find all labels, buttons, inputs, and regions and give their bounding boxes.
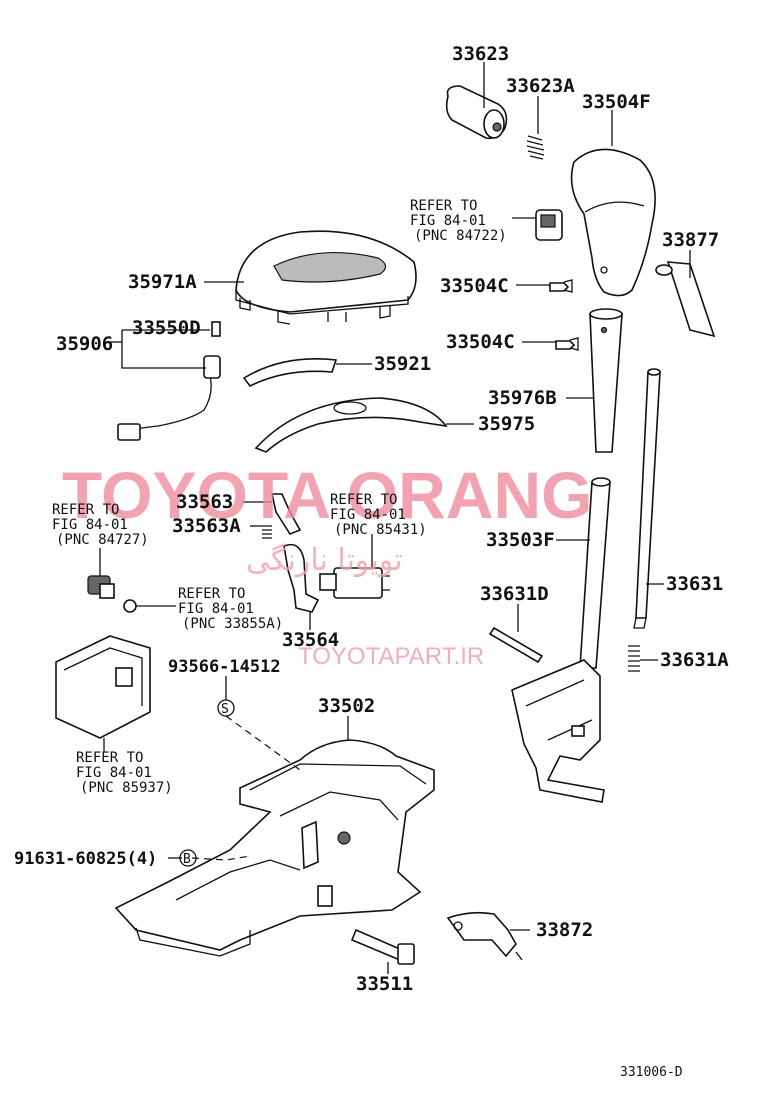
label-33877: 33877 (662, 229, 719, 251)
label-33563: 33563 (176, 491, 233, 513)
knob-cap-33623 (445, 85, 508, 140)
leader-lines (99, 62, 691, 974)
svg-text:REFER TO: REFER TO (52, 502, 119, 518)
refer-note-33855A: REFER TO FIG 84-01 (PNC 33855A) (178, 586, 283, 632)
svg-text:(PNC 85937): (PNC 85937) (80, 780, 173, 796)
detent-spring-33563 (271, 493, 302, 535)
label-33502: 33502 (318, 695, 375, 717)
svg-text:FIG 84-01: FIG 84-01 (330, 507, 406, 523)
tag-33877 (655, 261, 716, 338)
label-33550D: 33550D (132, 317, 201, 339)
refer-note-85431: REFER TO FIG 84-01 (PNC 85431) (330, 492, 427, 538)
svg-text:S: S (221, 702, 229, 717)
svg-text:(PNC 85431): (PNC 85431) (334, 522, 427, 538)
refer-note-84722: REFER TO FIG 84-01 (PNC 84722) (410, 198, 507, 244)
label-33872: 33872 (536, 919, 593, 941)
svg-text:(PNC 84727): (PNC 84727) (56, 532, 149, 548)
label-33631D: 33631D (480, 583, 549, 605)
svg-text:REFER TO: REFER TO (330, 492, 397, 508)
svg-text:REFER TO: REFER TO (178, 586, 245, 602)
svg-text:FIG 84-01: FIG 84-01 (76, 765, 152, 781)
label-33511: 33511 (356, 973, 413, 995)
label-33631: 33631 (666, 573, 723, 595)
cable-35906 (117, 321, 221, 441)
rod-33631 (633, 368, 661, 629)
shift-rod-35976B (589, 308, 623, 453)
label-33623: 33623 (452, 43, 509, 65)
svg-text:FIG 84-01: FIG 84-01 (410, 213, 486, 229)
label-33631A: 33631A (660, 649, 729, 671)
diagram-code: 331006-D (620, 1065, 683, 1080)
label-35906: 35906 (56, 333, 113, 355)
pin-33631D (488, 626, 544, 664)
svg-text:B: B (183, 852, 191, 867)
base-assembly-33502 (114, 739, 435, 957)
solenoid-85431 (319, 567, 390, 599)
svg-text:(PNC 33855A): (PNC 33855A) (182, 616, 283, 632)
svg-text:FIG 84-01: FIG 84-01 (178, 601, 254, 617)
label-33504C-lower: 33504C (446, 331, 515, 353)
symbol-s: S (217, 699, 235, 717)
refer-note-85937: REFER TO FIG 84-01 (PNC 85937) (76, 750, 173, 796)
label-35971A: 35971A (128, 271, 197, 293)
spring-33623A (526, 135, 545, 160)
shift-lever-33503F (511, 477, 611, 803)
screw-33504C-upper (549, 279, 573, 293)
label-33623A: 33623A (506, 75, 575, 97)
svg-text:(PNC 84722): (PNC 84722) (414, 228, 507, 244)
label-33504C-upper: 33504C (440, 275, 509, 297)
bolt-33511 (350, 928, 415, 965)
spring-33563A (262, 525, 272, 539)
switch-84727 (87, 575, 115, 599)
watermark-farsi: تویوتا نارنگی (246, 543, 403, 578)
label-33503F: 33503F (486, 529, 555, 551)
label-35976B: 35976B (488, 387, 557, 409)
bulb-33855A (123, 599, 137, 613)
label-33504F: 33504F (582, 91, 651, 113)
svg-text:REFER TO: REFER TO (410, 198, 477, 214)
button-part-84722 (535, 209, 563, 241)
shift-knob-33504F (570, 148, 656, 297)
watermark-url: TOYOTAPART.IR (298, 643, 484, 670)
plate-35921 (242, 358, 338, 388)
label-93566-14512: 93566-14512 (168, 657, 281, 677)
sensor-33872 (446, 911, 523, 961)
screw-33504C-lower (555, 337, 579, 351)
svg-text:REFER TO: REFER TO (76, 750, 143, 766)
lever-33564 (283, 543, 320, 613)
refer-note-84727: REFER TO FIG 84-01 (PNC 84727) (52, 502, 149, 548)
label-91631-60825: 91631-60825(4) (14, 849, 157, 869)
bracket-85937 (55, 635, 151, 739)
label-33563A: 33563A (172, 515, 241, 537)
svg-text:FIG 84-01: FIG 84-01 (52, 517, 128, 533)
label-33564: 33564 (282, 629, 339, 651)
symbol-b: B (179, 849, 197, 867)
plate-35975 (254, 397, 448, 453)
label-35975: 35975 (478, 413, 535, 435)
watermark-main: TOYOTA ORANG (62, 458, 592, 532)
spring-33631A (628, 645, 640, 672)
console-cover-35971A (235, 230, 417, 325)
label-35921: 35921 (374, 353, 431, 375)
